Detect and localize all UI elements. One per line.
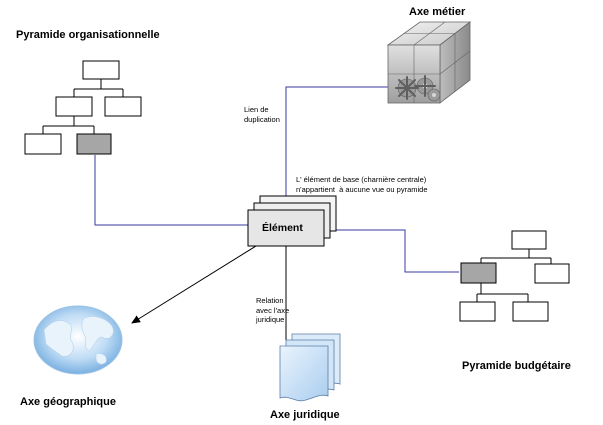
org-leaf-highlight-box	[76, 133, 112, 155]
org-mid-right-box	[104, 96, 142, 117]
element-label: Élément	[262, 222, 303, 234]
org-root-box	[82, 60, 120, 80]
globe-icon	[33, 305, 123, 375]
budget-mid-highlight-box	[460, 262, 497, 284]
org-pyramid-tree	[24, 60, 142, 155]
cube-gears-icon	[386, 21, 472, 104]
element-box	[247, 209, 325, 247]
geo-axis-title: Axe géographique	[20, 396, 116, 408]
business-axis-title: Axe métier	[409, 6, 466, 18]
duplication-connector	[285, 86, 388, 196]
documents-stack-icon	[279, 333, 341, 402]
org-pyramid-title: Pyramide organisationnelle	[16, 29, 160, 41]
budget-leaf-right-box	[512, 301, 549, 322]
budget-mid-right-box	[534, 263, 570, 284]
budget-pyramid-title: Pyramide budgétaire	[462, 360, 571, 372]
org-pyramid-connector	[94, 155, 248, 226]
org-mid-left-box	[55, 96, 93, 117]
element-stack	[247, 195, 337, 247]
legal-relation-label: Relation avec l'axe juridique	[256, 296, 290, 324]
budget-pyramid-tree	[459, 230, 570, 322]
budget-leaf-left-box	[459, 301, 496, 322]
budget-root-box	[511, 230, 547, 250]
legal-axis-title: Axe juridique	[270, 409, 340, 421]
geo-arrow	[131, 245, 257, 324]
base-element-note: L' élément de base (charnière centrale) …	[296, 175, 428, 194]
budget-connector	[332, 229, 459, 273]
org-leaf-left-box	[24, 133, 62, 155]
duplication-link-label: Lien de duplication	[244, 105, 280, 124]
connector-lines	[94, 86, 459, 273]
